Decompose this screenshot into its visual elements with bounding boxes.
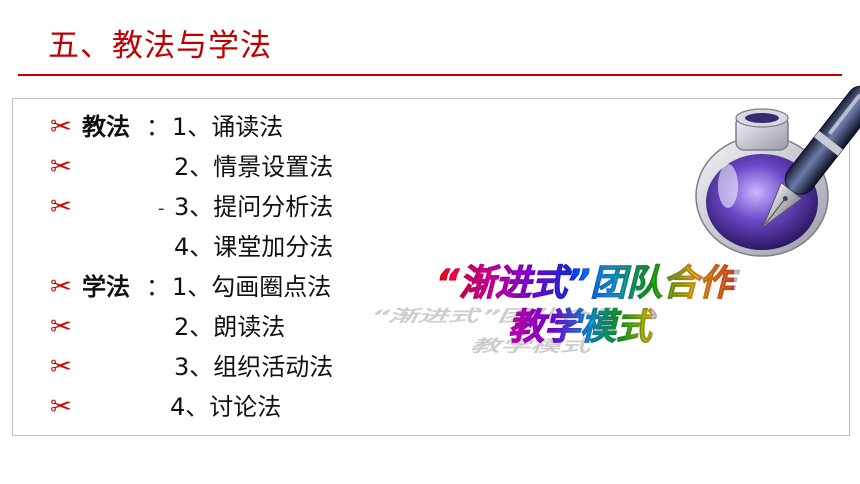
scissors-icon: ✂ — [50, 112, 72, 142]
learning-item-3: 3、组织活动法 — [174, 353, 334, 381]
slogan-line1: “渐进式”团队合作 — [435, 263, 735, 305]
colon: ： — [146, 273, 170, 301]
teaching-label: 教法 — [82, 113, 130, 141]
content-panel — [12, 98, 850, 436]
scissors-icon: ✂ — [50, 392, 72, 422]
dash-mark: - — [158, 198, 165, 219]
teaching-item-1: 1、诵读法 — [172, 113, 284, 141]
learning-item-4: 4、讨论法 — [170, 393, 282, 421]
title-divider — [18, 74, 842, 76]
teaching-item-3: 3、提问分析法 — [174, 193, 334, 221]
colon: ： — [146, 113, 170, 141]
scissors-icon: ✂ — [50, 152, 72, 182]
learning-item-1: 1、勾画圈点法 — [172, 273, 332, 301]
scissors-icon: ✂ — [50, 352, 72, 382]
teaching-item-4: 4、课堂加分法 — [174, 233, 334, 261]
learning-item-2: 2、朗读法 — [174, 313, 286, 341]
teaching-item-2: 2、情景设置法 — [174, 153, 334, 181]
slogan-line2: 教学模式 — [507, 307, 653, 349]
scissors-icon: ✂ — [50, 272, 72, 302]
page-title: 五、教法与学法 — [48, 28, 272, 64]
ink-pen-icon — [695, 85, 860, 257]
learning-label: 学法 — [82, 273, 130, 301]
scissors-icon: ✂ — [50, 192, 72, 222]
scissors-icon: ✂ — [50, 312, 72, 342]
